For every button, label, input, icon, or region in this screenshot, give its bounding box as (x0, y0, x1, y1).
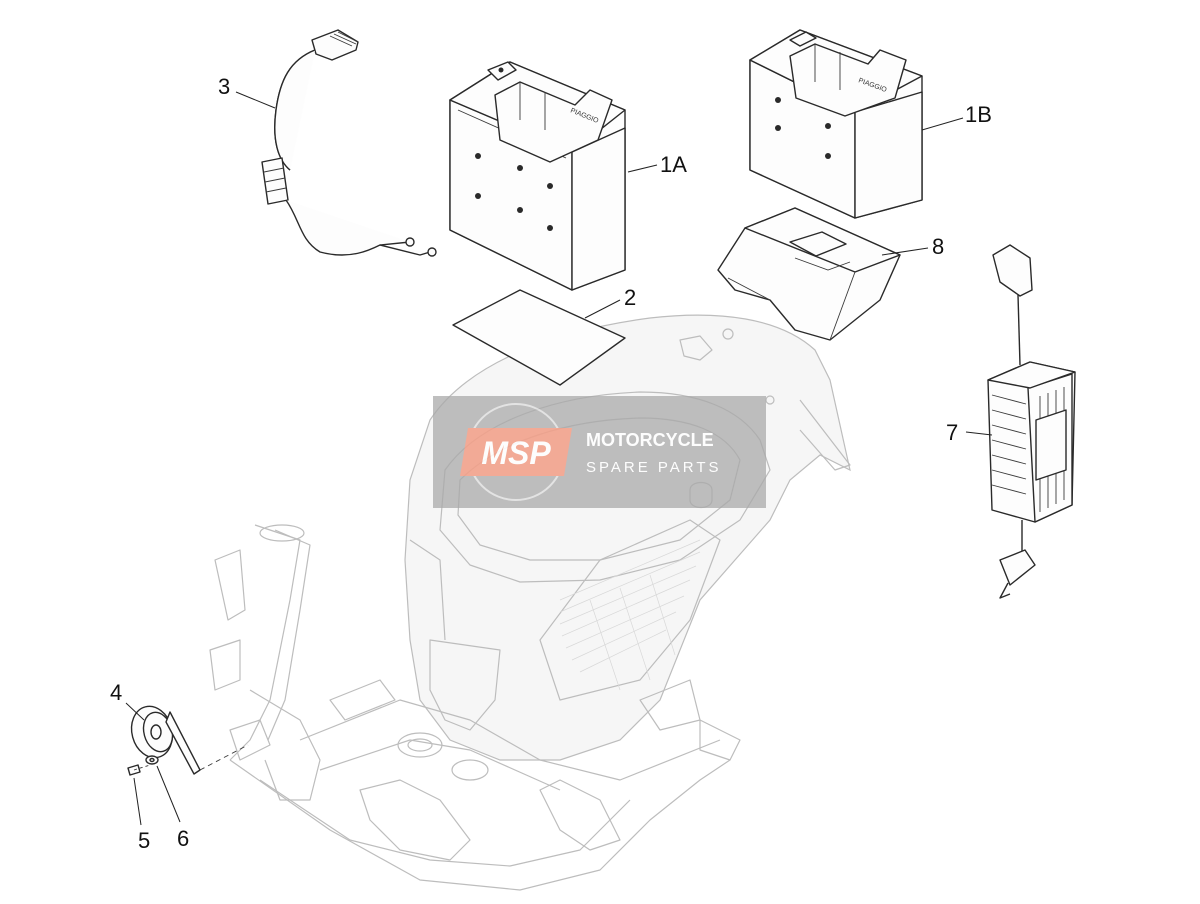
callout-4: 4 (110, 680, 122, 705)
vent-grille (559, 539, 701, 691)
callout-3: 3 (218, 74, 230, 99)
part-4-horn (130, 705, 249, 775)
watermark: MSP MOTORCYCLE SPARE PARTS (433, 396, 766, 508)
callout-5: 5 (138, 828, 150, 853)
part-2-pad (452, 289, 626, 386)
watermark-logo-text: MSP (481, 435, 551, 471)
callouts: 3 1A 1B 2 8 7 4 5 6 (110, 74, 992, 853)
callout-1a: 1A (660, 152, 687, 177)
part-1b-battery: PIAGGIO (749, 29, 923, 219)
watermark-logo-shape (460, 428, 572, 476)
part-1a-battery: PIAGGIO (449, 61, 626, 291)
callout-2: 2 (624, 285, 636, 310)
callout-8: 8 (932, 234, 944, 259)
watermark-line2: SPARE PARTS (586, 459, 722, 476)
leader-lines (125, 91, 993, 826)
callout-6: 6 (177, 826, 189, 851)
part-6-washer (145, 755, 159, 765)
callout-1b: 1B (965, 102, 992, 127)
part-8-battery-tray (717, 207, 901, 341)
watermark-line1: MOTORCYCLE (586, 430, 714, 450)
part-7-charger (987, 244, 1076, 599)
part-5-screw (127, 764, 151, 776)
callout-7: 7 (946, 420, 958, 445)
part-3-wiring-harness (261, 29, 437, 257)
